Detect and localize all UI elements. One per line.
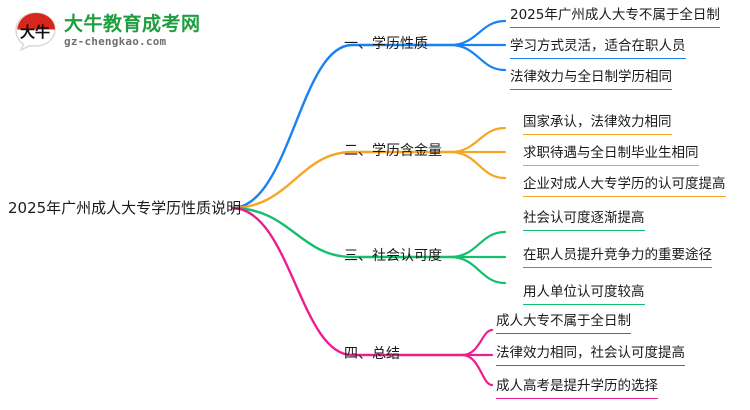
wire-root-branch-1: [230, 43, 354, 210]
wire-branch-3-leaf-3: [448, 255, 507, 285]
leaf-node-3-1[interactable]: 社会认可度逐渐提高: [523, 210, 645, 231]
speech-bubble-logo-icon: 大牛: [14, 11, 58, 52]
leaf-node-4-1[interactable]: 成人大专不属于全日制: [496, 313, 631, 334]
logo-site-url: gz-chengkao.com: [64, 34, 167, 48]
wire-branch-4-leaf-3: [460, 353, 494, 387]
branch-label-3[interactable]: 三、社会认可度: [344, 248, 442, 264]
wire-branch-1-leaf-3: [448, 43, 507, 72]
root-node-label[interactable]: 2025年广州成人大专学历性质说明: [8, 199, 242, 217]
branch-label-1[interactable]: 一、学历性质: [344, 36, 428, 52]
site-logo: 大牛 大牛教育成考网 gz-chengkao.com: [14, 8, 214, 54]
branch-label-2[interactable]: 二、学历含金量: [344, 143, 442, 159]
leaf-node-1-3[interactable]: 法律效力与全日制学历相同: [510, 69, 672, 90]
svg-text:大牛: 大牛: [20, 23, 50, 41]
wire-root-branch-2: [230, 150, 354, 210]
leaf-node-2-1[interactable]: 国家承认，法律效力相同: [523, 114, 672, 135]
branch-label-4[interactable]: 四、总结: [344, 346, 400, 362]
leaf-node-1-1[interactable]: 2025年广州成人大专不属于全日制: [510, 7, 720, 28]
wire-branch-4-leaf-1: [460, 328, 494, 357]
leaf-node-2-3[interactable]: 企业对成人大专学历的认可度提高: [523, 176, 726, 197]
leaf-node-4-2[interactable]: 法律效力相同，社会认可度提高: [496, 345, 685, 366]
wire-branch-2-leaf-3: [448, 150, 507, 180]
wire-root-branch-4: [230, 206, 354, 357]
logo-wordmark: 大牛教育成考网 gz-chengkao.com: [64, 14, 201, 49]
logo-site-name: 大牛教育成考网: [64, 12, 201, 35]
wire-root-branch-3: [230, 206, 354, 259]
leaf-node-2-2[interactable]: 求职待遇与全日制毕业生相同: [523, 145, 699, 166]
leaf-node-3-2[interactable]: 在职人员提升竞争力的重要途径: [523, 247, 712, 268]
wire-branch-2-leaf-1: [448, 126, 507, 154]
wire-branch-3-leaf-1: [448, 230, 507, 259]
leaf-node-1-2[interactable]: 学习方式灵活，适合在职人员: [510, 38, 686, 59]
wire-branch-1-leaf-1: [448, 19, 507, 47]
leaf-node-4-3[interactable]: 成人高考是提升学历的选择: [496, 378, 658, 399]
leaf-node-3-3[interactable]: 用人单位认可度较高: [523, 284, 645, 305]
